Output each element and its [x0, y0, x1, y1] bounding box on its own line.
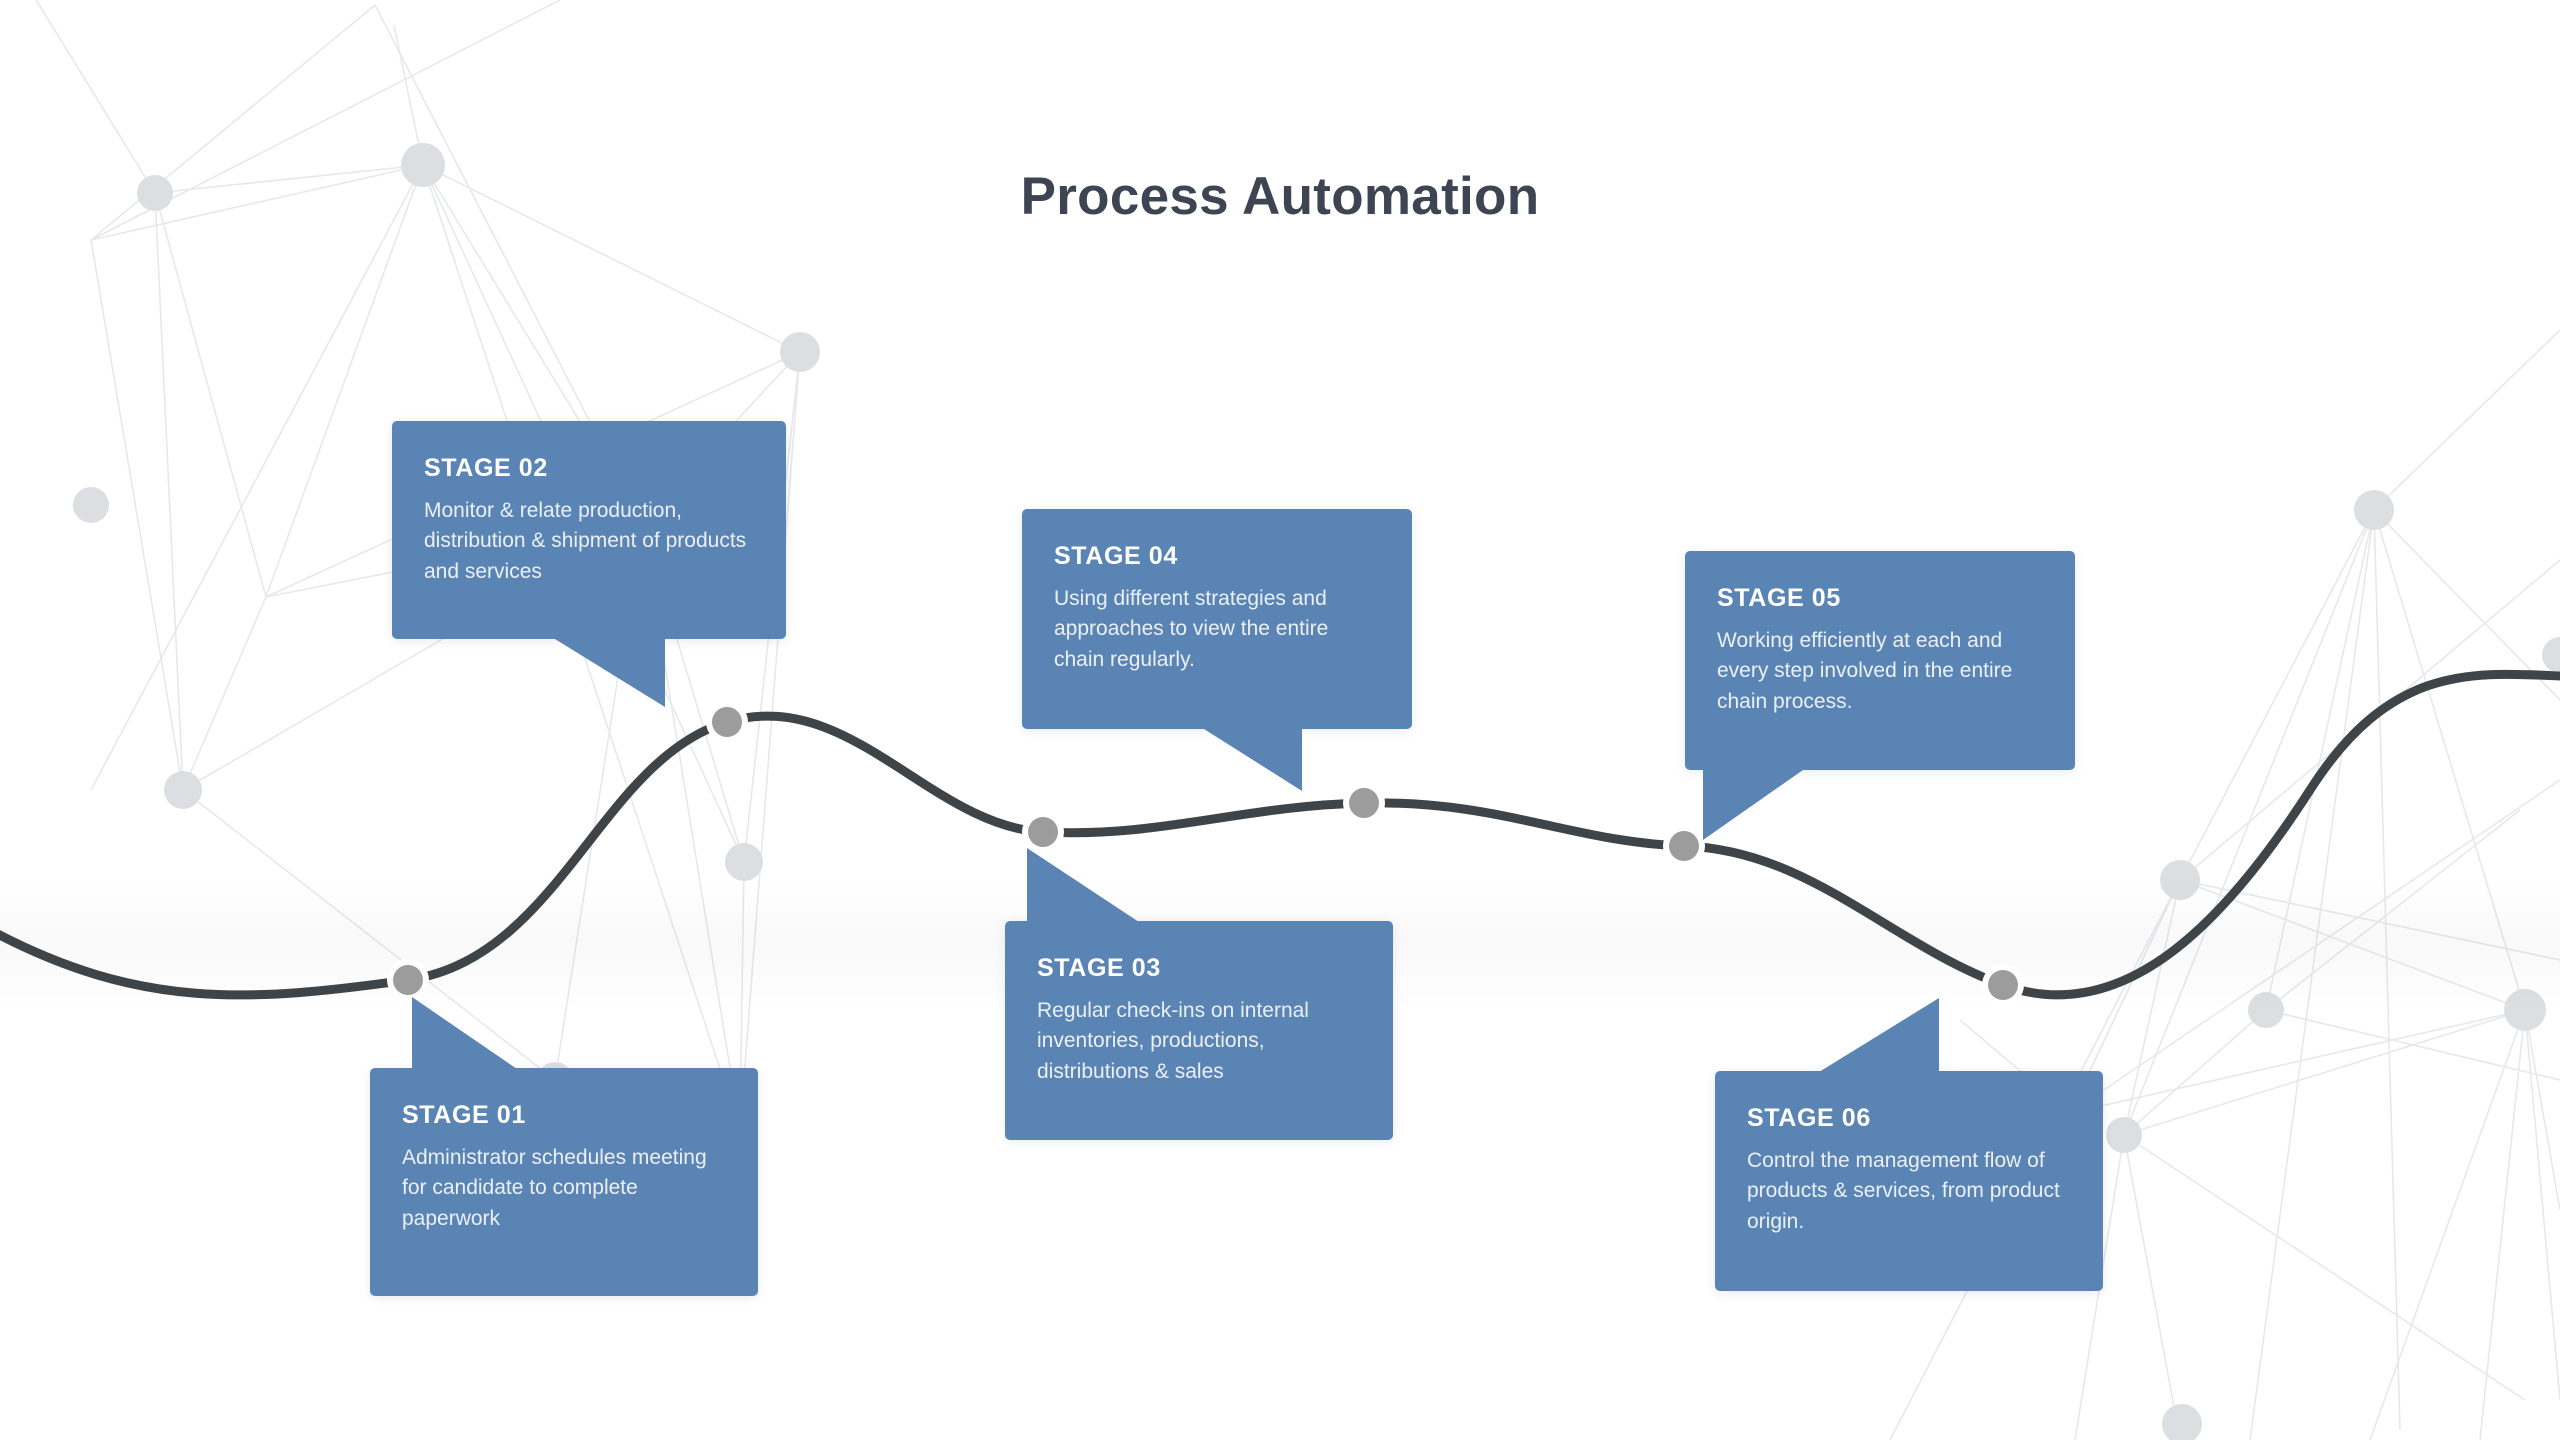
stage-card-04-tail	[1204, 729, 1302, 791]
stage-card-03[interactable]: STAGE 03 Regular check-ins on internal i…	[1005, 848, 1393, 1140]
stage-card-01-description: Administrator schedules meeting for cand…	[402, 1145, 707, 1230]
stage-card-04-title: STAGE 04	[1054, 542, 1178, 570]
stage-card-06-description: Control the management flow of products …	[1747, 1148, 2060, 1233]
stage-card-02-title: STAGE 02	[424, 454, 548, 482]
page-title: Process Automation	[1020, 167, 1540, 226]
stage-card-03-tail	[1027, 848, 1139, 922]
stage-card-01-tail	[412, 997, 517, 1069]
stage-card-03-description: Regular check-ins on internal inventorie…	[1037, 998, 1309, 1083]
stage-card-01-title: STAGE 01	[402, 1101, 526, 1129]
stage-card-05-tail	[1703, 770, 1803, 840]
stage-card-05-description: Working efficiently at each and every st…	[1717, 628, 2013, 713]
stage-card-01[interactable]: STAGE 01 Administrator schedules meeting…	[370, 997, 758, 1296]
stage-card-06-title: STAGE 06	[1747, 1104, 1871, 1132]
stage-card-02-tail	[555, 639, 665, 707]
stage-card-04-description: Using different strategies and approache…	[1054, 586, 1329, 671]
stage-card-05[interactable]: STAGE 05 Working efficiently at each and…	[1685, 551, 2075, 840]
stage-card-02-description: Monitor & relate production, distributio…	[424, 498, 747, 583]
stage-card-02[interactable]: STAGE 02 Monitor & relate production, di…	[392, 421, 786, 707]
stage-card-06-tail	[1819, 998, 1939, 1072]
stage-card-05-title: STAGE 05	[1717, 584, 1841, 612]
stage-card-06[interactable]: STAGE 06 Control the management flow of …	[1715, 998, 2103, 1291]
stage-card-03-title: STAGE 03	[1037, 954, 1161, 982]
stage-card-04[interactable]: STAGE 04 Using different strategies and …	[1022, 509, 1412, 791]
